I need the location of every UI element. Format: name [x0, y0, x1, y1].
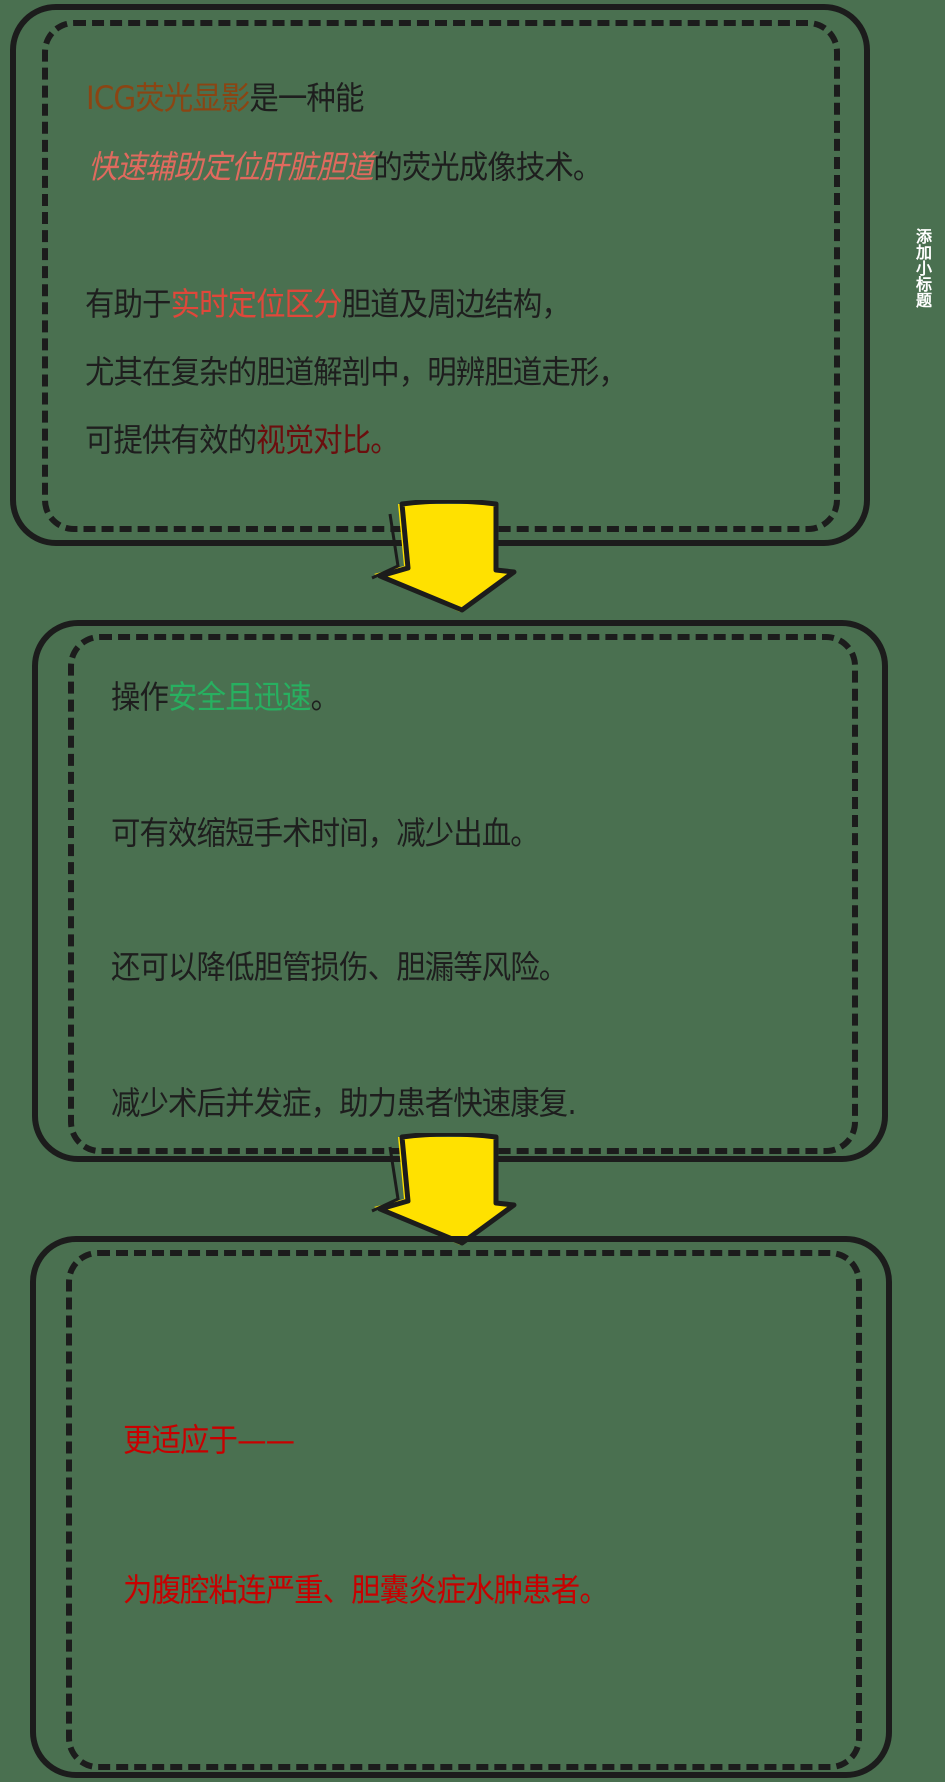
- box3-line-1: 更适应于——: [123, 1421, 295, 1459]
- icg-term: ICG荧光显影: [86, 79, 250, 117]
- down-arrow-icon: [371, 500, 517, 613]
- box1-line-4: 尤其在复杂的胆道解剖中，明辨胆道走形，: [85, 353, 628, 391]
- box2-line-4: 减少术后并发症，助力患者快速康复.: [111, 1084, 577, 1122]
- down-arrow-icon: [371, 1133, 517, 1246]
- box1-line-5: 可提供有效的视觉对比。: [85, 421, 400, 459]
- box1-line-1: ICG荧光显影是一种能: [86, 79, 364, 117]
- highlight-fast-locate: 快速辅助定位肝脏胆道: [88, 148, 374, 186]
- highlight-safe-fast: 安全且迅速: [168, 678, 312, 716]
- box3-line-2: 为腹腔粘连严重、胆囊炎症水肿患者。: [123, 1571, 609, 1609]
- box1-line-2: 快速辅助定位肝脏胆道的荧光成像技术。: [88, 148, 602, 186]
- add-subtitle-label: 添加小标题: [913, 228, 932, 308]
- highlight-realtime: 实时定位区分: [170, 285, 343, 323]
- highlight-visual-contrast: 视觉对比。: [256, 421, 400, 459]
- box2-line-2: 可有效缩短手术时间，减少出血。: [111, 814, 540, 852]
- info-box-3: [30, 1236, 892, 1778]
- box2-line-3: 还可以降低胆管损伤、胆漏等风险。: [111, 948, 568, 986]
- box2-line-1: 操作安全且迅速。: [111, 678, 340, 716]
- box1-line-3: 有助于实时定位区分胆道及周边结构，: [85, 285, 571, 323]
- dashed-border: [66, 1250, 862, 1770]
